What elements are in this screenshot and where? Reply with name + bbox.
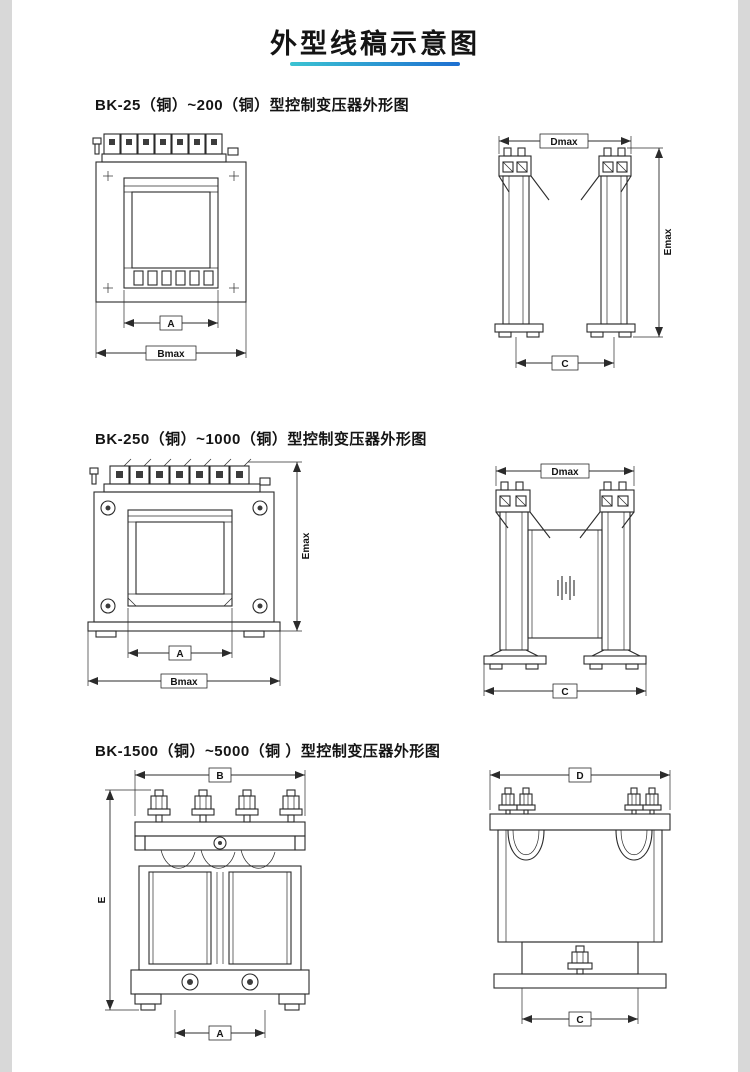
mounting-feet (134, 993, 306, 1011)
s3-front-drawing: B (97, 767, 310, 1041)
section2-front-figure: Emax A Bmax (80, 458, 312, 708)
wire-loops (507, 829, 653, 861)
dimension-emax: Emax (627, 147, 674, 338)
top-bolts (498, 787, 662, 815)
dimension-a: A (174, 1010, 266, 1041)
section3-heading: BK-1500（铜）~5000（铜 ）型控制变压器外形图 (95, 743, 441, 760)
title-underline (290, 62, 460, 66)
section1-front-figure: A Bmax (88, 130, 258, 380)
wire-loops (160, 849, 276, 869)
mounting-feet (494, 323, 636, 338)
dimension-bmax: Bmax (87, 631, 281, 689)
dim-label-dmax: Dmax (551, 467, 579, 478)
lamination-rails (502, 175, 628, 325)
s1-side-drawing: Dmax (494, 133, 674, 371)
terminal-block (89, 458, 271, 493)
coil-body (497, 829, 663, 943)
base-plate (493, 973, 667, 989)
dimension-dmax: Dmax (498, 133, 632, 154)
dimension-b: B (134, 767, 306, 816)
section3-front-figure: B (95, 766, 345, 1056)
coil-body (138, 865, 302, 971)
base-plate (87, 621, 281, 638)
dimension-a: A (127, 608, 233, 661)
dim-label-a: A (216, 1029, 223, 1040)
pedestal (521, 941, 639, 975)
dim-label-dmax: Dmax (550, 137, 578, 148)
dimension-emax: Emax (248, 461, 312, 632)
coil (127, 509, 233, 607)
s1-front-drawing: A Bmax (92, 133, 247, 361)
dim-label-emax: Emax (663, 228, 674, 255)
dim-label-a: A (167, 319, 174, 330)
dimension-d: D (489, 767, 671, 810)
dim-label-c: C (576, 1015, 583, 1026)
dim-label-bmax: Bmax (170, 677, 198, 688)
mounting-feet (483, 649, 647, 670)
section2-heading: BK-250（铜）~1000（铜）型控制变压器外形图 (95, 431, 427, 448)
s3-side-drawing: D (489, 767, 671, 1027)
dim-label-c: C (561, 359, 568, 370)
section3-side-figure: D (480, 766, 680, 1056)
top-plate (489, 813, 671, 831)
core-body (93, 491, 275, 623)
bottom-clamp (130, 969, 310, 995)
terminal-block (92, 133, 239, 163)
section1-side-figure: Dmax (475, 130, 675, 380)
dim-label-bmax: Bmax (157, 349, 185, 360)
coil-side (527, 529, 603, 639)
dim-label-e: E (97, 896, 108, 903)
dimension-a: A (123, 290, 219, 331)
dim-label-c: C (561, 687, 568, 698)
dimension-dmax: Dmax (495, 463, 635, 486)
section1-heading: BK-25（铜）~200（铜）型控制变压器外形图 (95, 97, 410, 114)
dimension-c: C (521, 988, 639, 1027)
gusset-braces (495, 511, 635, 539)
dimension-e: E (97, 789, 151, 1011)
lamination-rails (499, 511, 631, 651)
coil (123, 177, 219, 289)
gusset-braces (498, 175, 632, 201)
section2-side-figure: Dmax (470, 460, 660, 705)
terminal-block-side (495, 481, 635, 513)
dim-label-d: D (576, 771, 583, 782)
dimension-c: C (515, 337, 615, 371)
clamp-plates (134, 821, 306, 851)
page: 外型线稿示意图 BK-25（铜）~200（铜）型控制变压器外形图 (12, 0, 738, 1072)
s2-front-drawing: Emax A Bmax (87, 458, 312, 689)
core-body (95, 161, 247, 303)
dim-label-a: A (176, 649, 183, 660)
dim-label-b: B (216, 771, 223, 782)
dim-label-emax: Emax (301, 532, 312, 559)
top-bolts (147, 789, 303, 823)
s2-side-drawing: Dmax (483, 463, 647, 699)
page-title: 外型线稿示意图 (270, 29, 480, 59)
dimension-bmax: Bmax (95, 302, 247, 361)
dimension-c: C (483, 664, 647, 699)
terminal-block-side (498, 147, 632, 177)
